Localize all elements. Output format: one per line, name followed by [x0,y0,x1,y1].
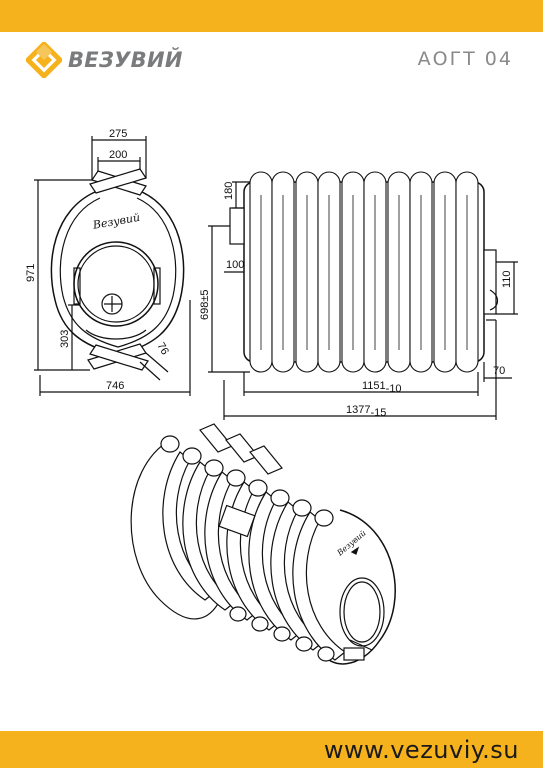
dim-lower: 303 [59,330,71,348]
dim-angle: 76 [154,341,171,358]
stove-badge: Везувий [335,528,368,558]
dim-flue: 180 [223,182,235,200]
side-view [208,171,518,420]
dim-total-tol: -15 [370,407,386,419]
front-view: Везувий [34,136,191,396]
side-view-dimensions: 180 100 698±5 110 70 1151-10 1377-15 [199,182,513,419]
dim-total-length-label: 1377-15 [346,404,386,419]
dim-leg: 70 [493,365,505,377]
top-accent-bar [0,0,543,32]
front-view-dimensions: 275 200 971 303 76 746 [25,128,171,392]
dim-right-box: 110 [501,270,513,288]
dim-width: 746 [106,380,124,392]
brand-name: ВЕЗУВИЙ [68,48,183,72]
svg-text:Везувий: Везувий [91,211,141,232]
model-code: АОГТ 04 [417,48,513,70]
dim-height: 971 [25,264,37,282]
dim-top-outer: 275 [109,128,127,140]
dim-body-tol: -10 [386,383,402,395]
brand-logo: ВЕЗУВИЙ [26,42,183,78]
dim-body-length-label: 1151-10 [362,380,402,395]
dim-body-length: 1151 [362,380,386,392]
bottom-accent-bar [0,731,543,768]
dim-flue-offset: 100 [226,259,244,271]
website-link[interactable]: www.vezuviy.su [323,736,519,764]
dim-total-length: 1377 [346,404,370,416]
isometric-view [130,423,396,665]
diamond-logo-icon [26,42,62,78]
dim-top-inner: 200 [109,149,127,161]
dim-axis-height: 698±5 [199,289,211,320]
